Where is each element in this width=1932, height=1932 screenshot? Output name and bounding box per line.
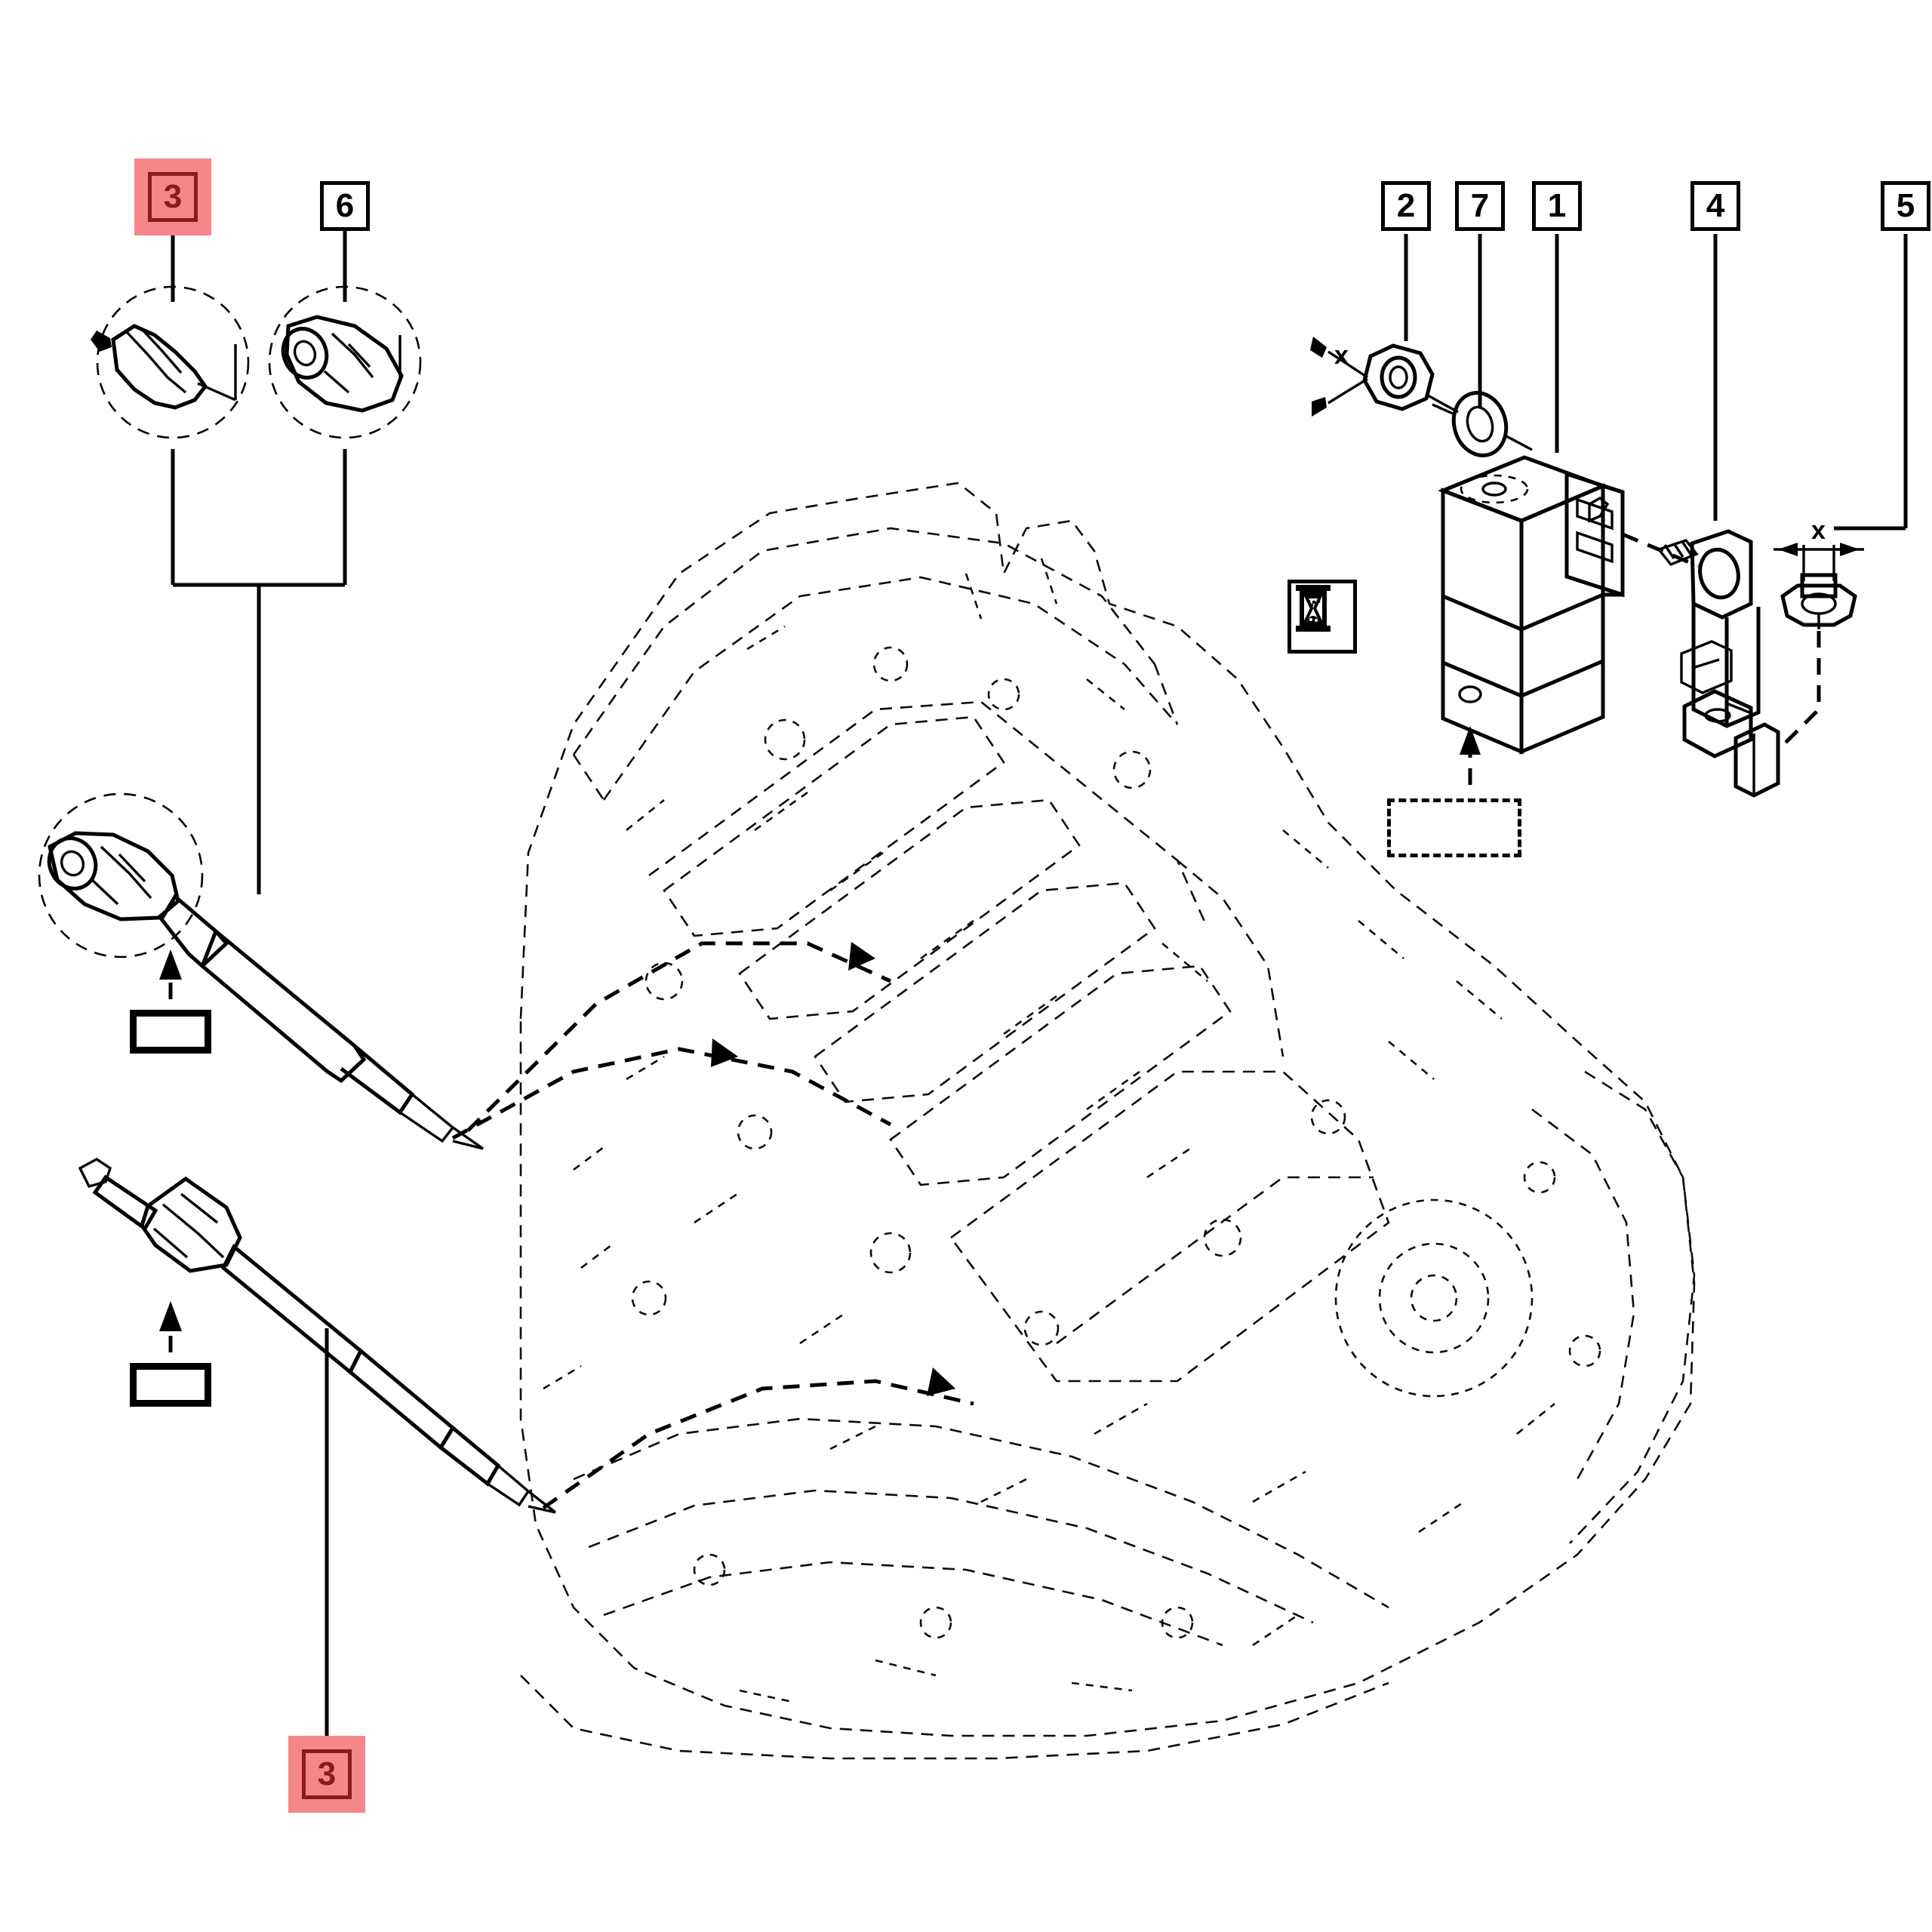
part-control-unit-1 <box>1438 455 1699 785</box>
leader-lines-upper-left <box>171 231 347 894</box>
callout-1[interactable]: 1 <box>1532 181 1582 231</box>
callout-3-top-label: 3 <box>163 178 183 215</box>
hourglass-icon-frame <box>1287 580 1357 654</box>
detail-circle-glow-plug-connector <box>268 285 422 439</box>
callout-5-label: 5 <box>1896 187 1915 224</box>
part-flange-nut-5 <box>1774 543 1864 749</box>
torque-marker-right: x <box>1811 516 1826 545</box>
part-number-label-box-upper <box>130 1010 211 1054</box>
callout-6-label: 6 <box>335 187 355 224</box>
leader-lines-right <box>1404 234 1908 531</box>
engine-block-phantom <box>519 481 1696 1760</box>
callout-3-bottom[interactable]: 3 <box>302 1749 352 1799</box>
hourglass-icon <box>1296 585 1331 632</box>
callout-1-label: 1 <box>1547 187 1567 224</box>
callout-7-label: 7 <box>1470 187 1490 224</box>
callout-6[interactable]: 6 <box>320 181 370 231</box>
callout-3-top-highlight: 3 <box>134 158 211 235</box>
callout-5[interactable]: 5 <box>1881 181 1930 231</box>
callout-2-label: 2 <box>1396 187 1416 224</box>
glow-plug-assembly-upper <box>38 792 484 1150</box>
callout-3-bottom-label: 3 <box>317 1755 337 1792</box>
callout-4[interactable]: 4 <box>1690 181 1740 231</box>
part-washer-7 <box>1432 391 1533 457</box>
glow-plug-assembly-lower <box>78 1158 557 1514</box>
callout-3-top[interactable]: 3 <box>148 172 198 222</box>
callout-4-label: 4 <box>1706 187 1725 224</box>
part-number-label-box-lower <box>130 1363 211 1407</box>
callout-2[interactable]: 2 <box>1381 181 1431 231</box>
callout-7[interactable]: 7 <box>1455 181 1505 231</box>
torque-marker-left: x <box>1334 341 1349 370</box>
part-bracket-4 <box>1657 529 1780 798</box>
callout-3-bottom-highlight: 3 <box>288 1736 365 1813</box>
part-nut-2 <box>1310 337 1459 417</box>
detail-circle-glow-plug-tip <box>91 285 250 439</box>
control-unit-note-box <box>1387 798 1521 857</box>
